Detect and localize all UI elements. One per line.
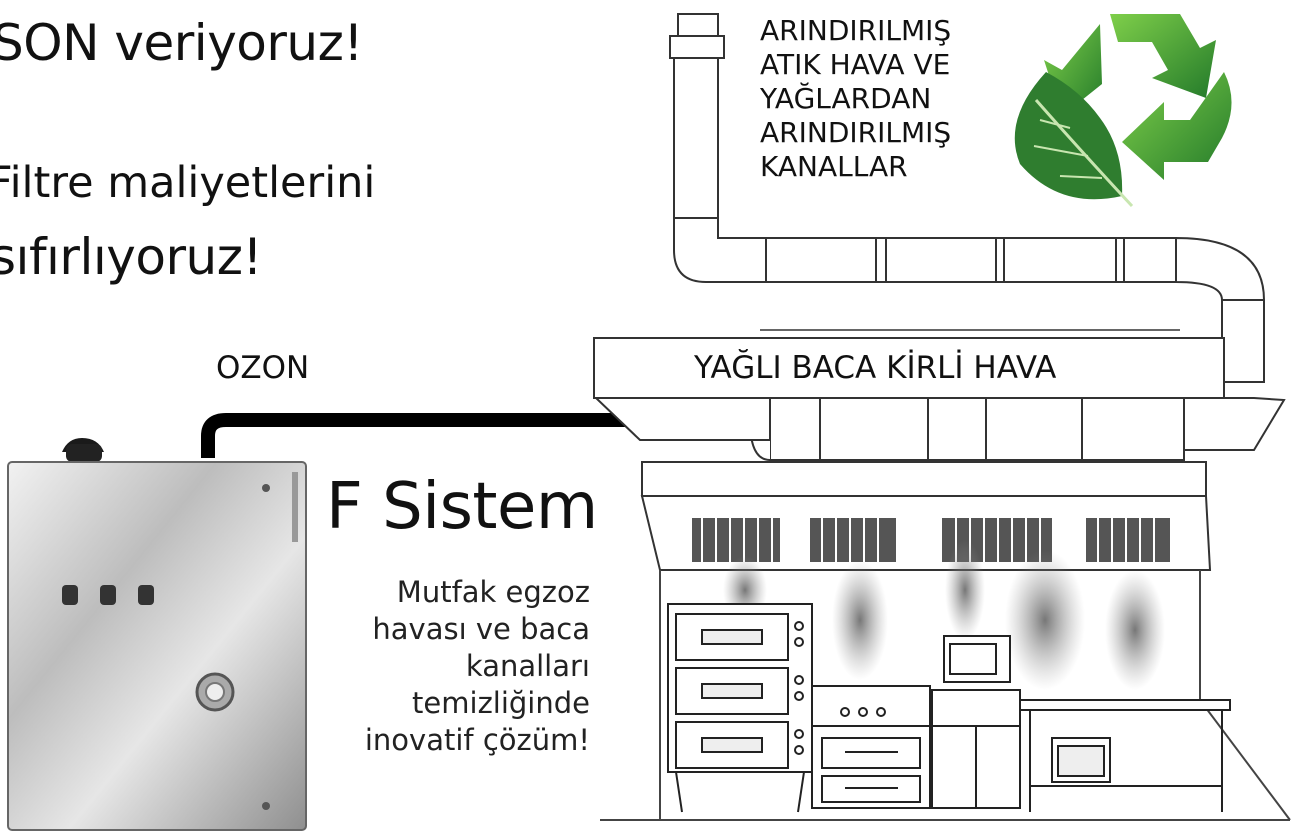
exhaust-duct [593,13,1286,461]
prep-table [1019,699,1231,812]
slogan-line-3: sıfırlıyoruz! [0,228,263,286]
ozone-generator-cabinet [7,438,307,831]
duct-label: YAĞLI BACA KİRLİ HAVA [694,350,1057,386]
clean-air-label: ARINDIRILMIŞ ATIK HAVA VE YAĞLARDAN ARIN… [760,14,951,184]
description-line-2: havası ve baca [372,612,590,646]
clean-air-line-2: ATIK HAVA VE [760,48,951,81]
kitchen-wall [600,570,1291,821]
microwave-cabinet [931,635,1021,809]
leaf-icon [1014,72,1134,208]
product-name: F Sistem [326,470,598,544]
kitchen-hood [640,461,1212,571]
pizza-oven [667,603,813,813]
smoke [723,540,1165,690]
product-description: Mutfak egzoz havası ve baca kanalları te… [332,574,590,759]
description-line-5: inovatif çözüm! [364,723,590,757]
clean-air-line-1: ARINDIRILMIŞ [760,14,952,47]
clean-air-line-5: KANALLAR [760,150,908,183]
ozone-label: OZON [216,350,310,386]
description-line-3: kanalları [465,649,590,683]
clean-air-line-3: YAĞLARDAN [760,82,932,115]
clean-air-line-4: ARINDIRILMIŞ [760,116,952,149]
slogan-line-2: Filtre maliyetlerini [0,158,376,208]
range-oven [811,685,931,809]
slogan-line-1: SON veriyoruz! [0,14,363,72]
description-line-4: temizliğinde [412,686,590,720]
description-line-1: Mutfak egzoz [396,575,590,609]
